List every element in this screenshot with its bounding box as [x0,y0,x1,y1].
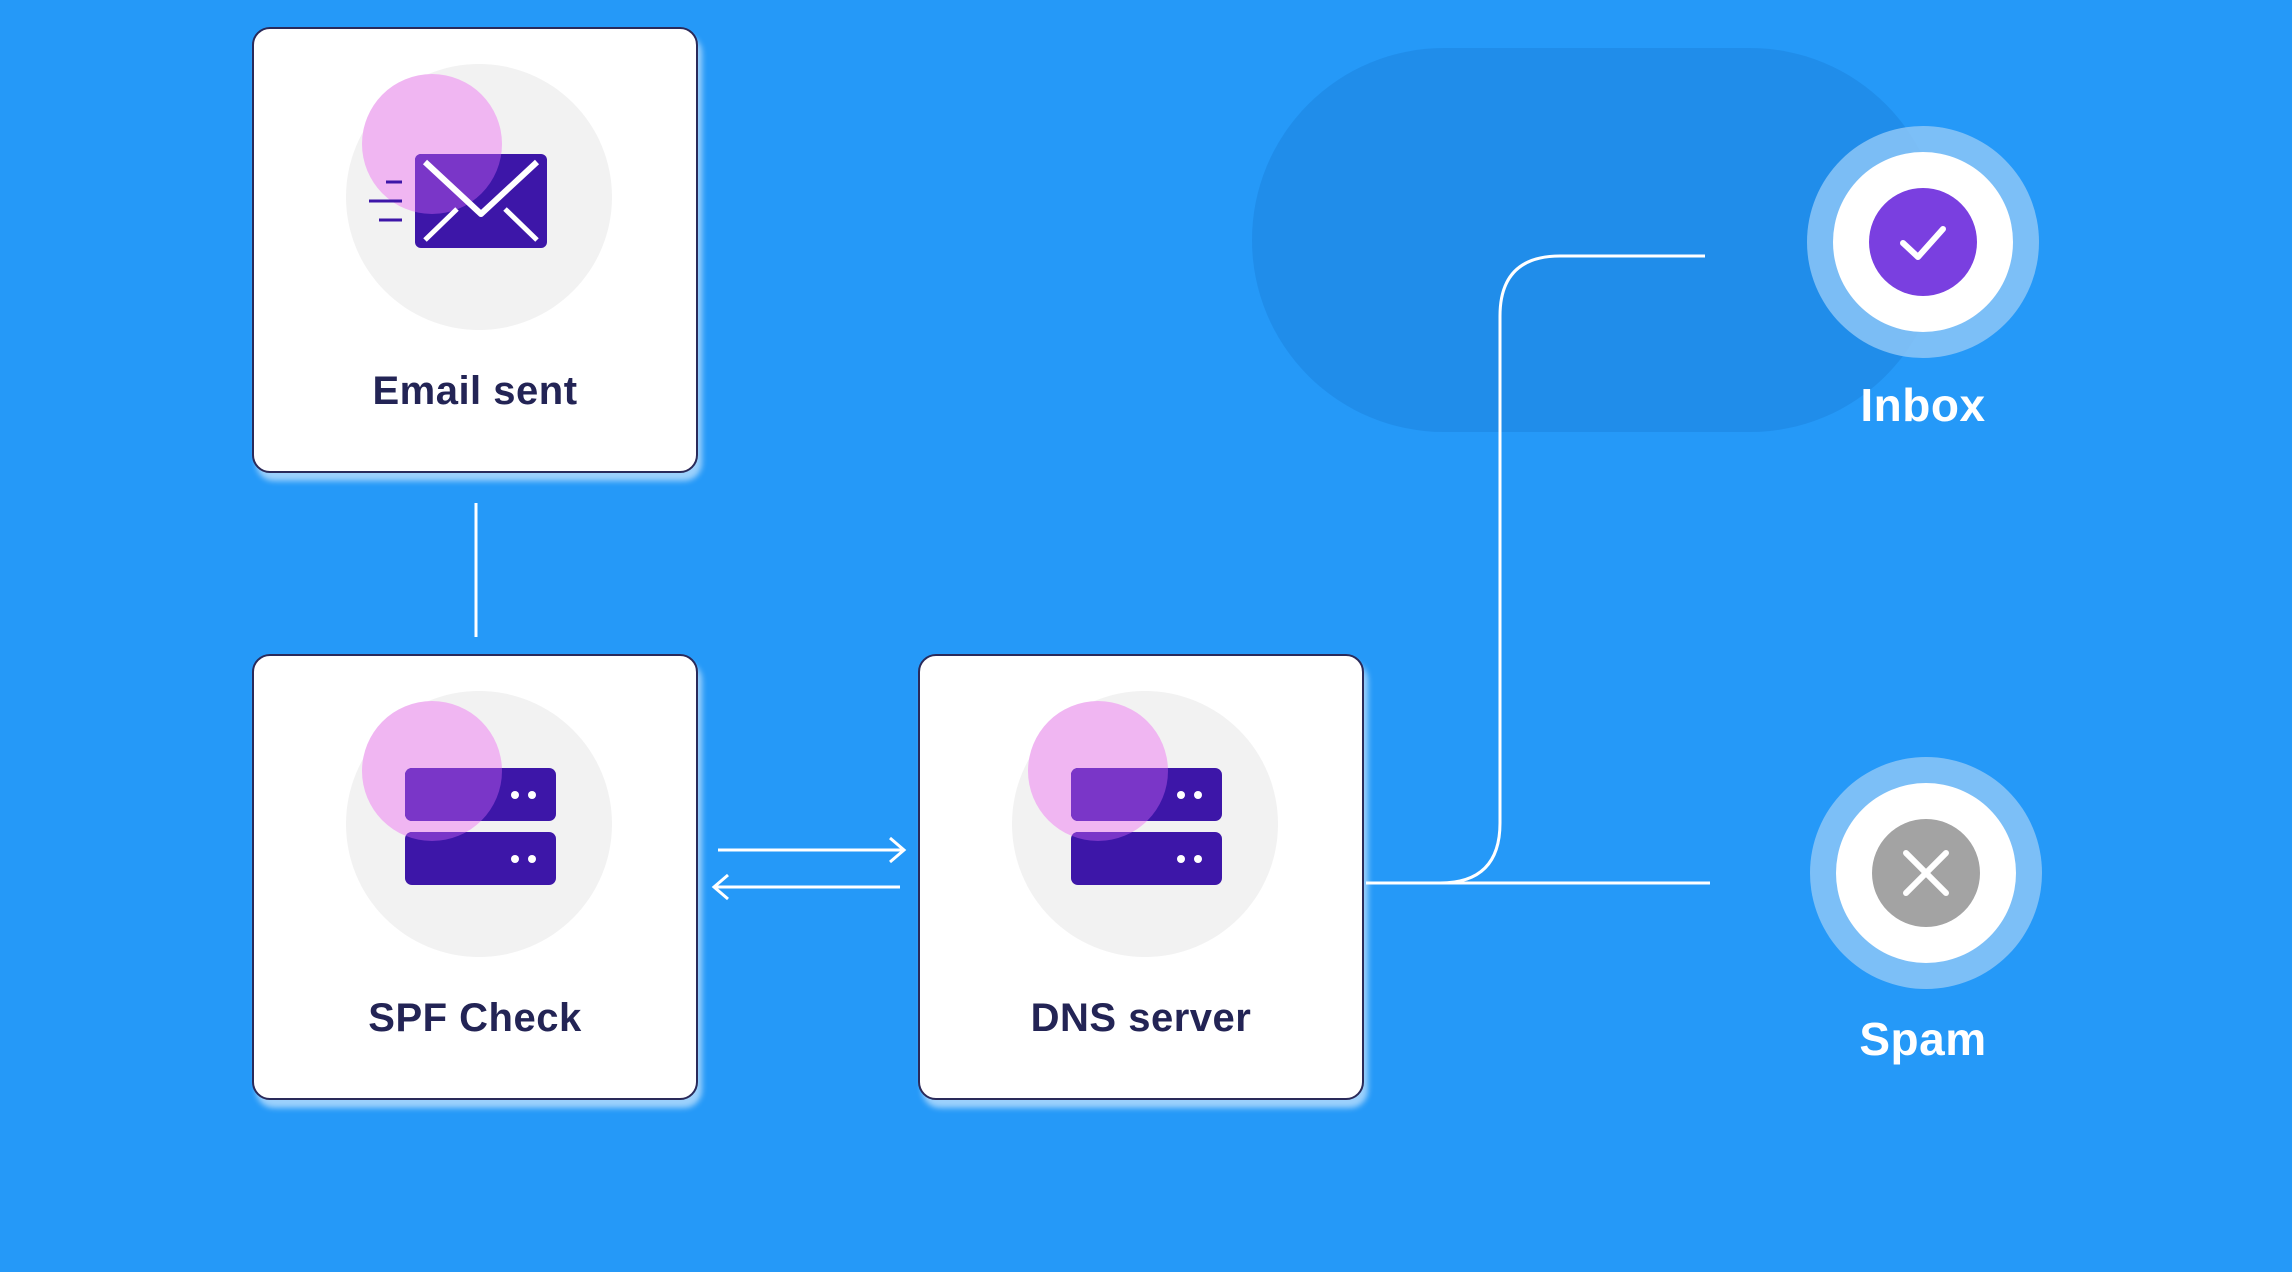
node-dns-server: DNS server [918,654,1364,1100]
node-spf-check: SPF Check [252,654,698,1100]
checkmark-icon [1807,126,2039,358]
node-label-dns-server: DNS server [1030,996,1252,1040]
connector-dns-to-inbox [1366,254,1705,885]
server-icon [1012,691,1278,957]
node-email-sent: Email sent [252,27,698,473]
outcome-inbox [1807,126,2039,358]
server-icon [346,691,612,957]
envelope-icon [346,64,612,330]
node-label-spf-check: SPF Check [368,996,582,1040]
outcome-spam [1810,757,2042,989]
outcome-label-inbox: Inbox [1860,379,1986,431]
outcome-label-spam: Spam [1859,1013,1987,1065]
node-label-email-sent: Email sent [372,369,578,413]
arrow-spf-to-dns [718,836,907,864]
arrow-dns-to-spf [711,873,900,901]
close-icon [1810,757,2042,989]
background-pill-shape [1252,48,1942,432]
